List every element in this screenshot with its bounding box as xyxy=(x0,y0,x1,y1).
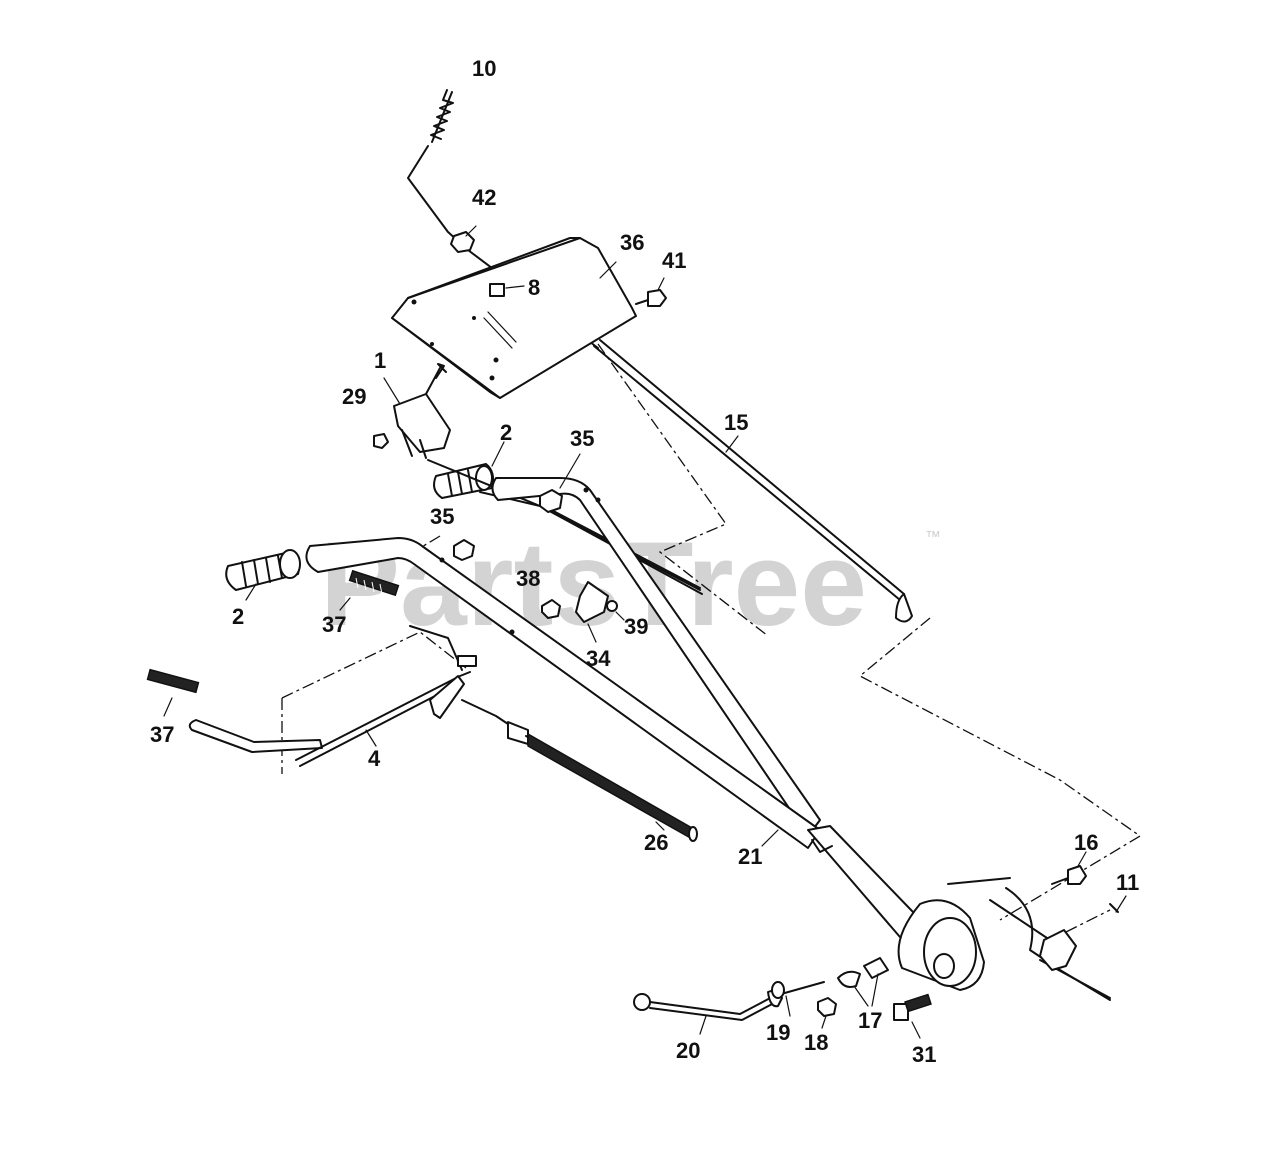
watermark-trademark: ™ xyxy=(925,529,941,546)
callout-4: 4 xyxy=(368,746,381,771)
callout-35-upper: 35 xyxy=(570,426,594,451)
part-2-lower-grip[interactable] xyxy=(225,549,301,601)
callout-2-upper: 2 xyxy=(500,420,512,445)
callout-1: 1 xyxy=(374,348,386,373)
callout-34: 34 xyxy=(586,646,611,671)
callout-29: 29 xyxy=(342,384,366,409)
part-11-pin[interactable] xyxy=(1039,895,1127,971)
callout-38: 38 xyxy=(516,566,540,591)
part-1-bracket[interactable] xyxy=(383,363,451,459)
callout-16: 16 xyxy=(1074,830,1098,855)
callout-31: 31 xyxy=(912,1042,936,1067)
callout-37-upper: 37 xyxy=(322,612,346,637)
part-4-shift-lever[interactable] xyxy=(188,625,477,767)
part-8-bolt[interactable] xyxy=(489,283,525,297)
part-16-bolt[interactable] xyxy=(1051,851,1087,885)
watermark-text: PartsTree xyxy=(320,517,867,651)
part-34-bracket[interactable] xyxy=(575,581,609,643)
callout-8: 8 xyxy=(528,275,540,300)
callout-labels: 10 42 36 41 8 1 29 2 35 15 35 2 37 38 39… xyxy=(150,56,1139,1067)
callout-35-lower: 35 xyxy=(430,504,454,529)
callout-19: 19 xyxy=(766,1020,790,1045)
part-18-nut[interactable] xyxy=(817,997,837,1029)
part-15-control-rod[interactable] xyxy=(593,339,913,623)
callout-26: 26 xyxy=(644,830,668,855)
part-37-upper-spring[interactable] xyxy=(339,569,400,611)
part-38-nut[interactable] xyxy=(541,599,561,619)
callout-37-lower: 37 xyxy=(150,722,174,747)
part-19-washer[interactable] xyxy=(771,981,791,1017)
part-31-bolt[interactable] xyxy=(893,993,932,1039)
callout-39: 39 xyxy=(624,614,648,639)
part-29-nut[interactable] xyxy=(373,433,389,449)
callout-10: 10 xyxy=(472,56,496,81)
callout-15: 15 xyxy=(724,410,748,435)
callout-2-lower: 2 xyxy=(232,604,244,629)
part-35-upper-nut[interactable] xyxy=(539,453,581,513)
part-17-shift-plate[interactable] xyxy=(837,957,889,1007)
part-37-lower-spring[interactable] xyxy=(146,668,200,717)
callout-21: 21 xyxy=(738,844,762,869)
callout-42: 42 xyxy=(472,185,496,210)
transmission-housing[interactable] xyxy=(897,877,1111,1001)
callout-20: 20 xyxy=(676,1038,700,1063)
part-42-nut[interactable] xyxy=(450,225,477,253)
callout-36: 36 xyxy=(620,230,644,255)
part-20-shift-lever[interactable] xyxy=(633,981,825,1035)
callout-18: 18 xyxy=(804,1030,828,1055)
part-36-shield-plate[interactable] xyxy=(391,237,637,399)
part-35-lower-nut[interactable] xyxy=(453,539,475,561)
part-26-clutch-cable[interactable] xyxy=(461,699,698,842)
callout-11: 11 xyxy=(1116,870,1139,895)
part-39-washer[interactable] xyxy=(606,600,625,621)
part-41-bolt[interactable] xyxy=(635,277,667,307)
phantom-lines xyxy=(281,343,1142,921)
callout-41: 41 xyxy=(662,248,686,273)
callout-17: 17 xyxy=(858,1008,882,1033)
